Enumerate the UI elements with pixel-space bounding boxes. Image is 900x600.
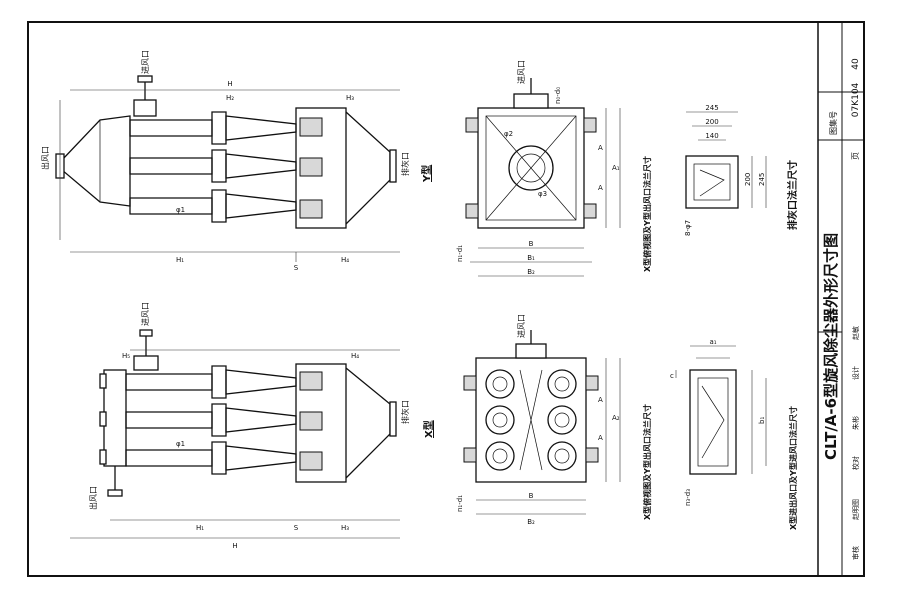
ash-dim-245: 245 — [705, 104, 718, 112]
xf-dim-b1: b₁ — [758, 417, 766, 424]
ash-dim-245b: 245 — [758, 173, 766, 186]
y-inlet-label: 进风口 — [141, 50, 150, 74]
sig-5: 赵敏 — [851, 326, 860, 340]
x-top-view: 进风口 n₁-d₁ B B₂ A A A₂ X型俯视图及Y型出风口法兰尺寸 — [456, 314, 652, 526]
yt-dim-B1: B₁ — [527, 254, 535, 262]
y-dim-H: H — [227, 80, 232, 88]
yt-dim-A-2: A — [598, 184, 603, 192]
atlas-no-label: 图集号 — [828, 111, 838, 135]
xt-inlet-label: 进风口 — [517, 314, 526, 338]
y-top-view: 进风口 φ2 φ3 n₀-d₀ n₁-d₁ B B₁ B₂ A A A₁ X型俯… — [456, 60, 652, 277]
ash-dim-140: 140 — [705, 132, 718, 140]
page-label: 页 — [851, 152, 860, 160]
x-dim-H: H — [232, 542, 237, 550]
page-no: 40 — [851, 58, 861, 70]
xt-dim-A2: A₂ — [612, 414, 620, 422]
y-dim-H1: H₁ — [176, 256, 184, 264]
x-top-caption: X型俯视图及Y型出风口法兰尺寸 — [642, 404, 652, 520]
y-top-caption: X型俯视图及Y型出风口法兰尺寸 — [642, 156, 652, 272]
yt-dim-A1: A₁ — [612, 164, 620, 172]
x-dim-H5: H₅ — [122, 352, 130, 360]
sig-0: 审核 — [851, 546, 860, 560]
ash-caption: 排灰口法兰尺寸 — [786, 160, 799, 230]
x-ash-label: 排灰口 — [400, 400, 410, 424]
atlas-no: 07K104 — [851, 82, 861, 117]
yt-dim-B: B — [529, 240, 534, 248]
yt-dim-n0d0: n₀-d₀ — [554, 87, 562, 104]
x-dim-phi1: φ1 — [176, 440, 185, 448]
x-flange-view: a₁ b₁ c n₃-d₃ X型进出风口及Y型进风口法兰尺寸 — [670, 338, 798, 530]
y-dim-H2: H₂ — [226, 94, 234, 102]
xt-dim-B: B — [529, 492, 534, 500]
x-dim-H1: H₁ — [196, 524, 204, 532]
xt-dim-A-2: A — [598, 434, 603, 442]
y-ash-label: 排灰口 — [400, 152, 410, 176]
yt-dim-phi2: φ2 — [504, 130, 513, 138]
sig-4: 设计 — [851, 366, 860, 380]
x-inlet-label: 进风口 — [141, 302, 150, 326]
ash-flange-view: 245 200 140 200 245 8-φ7 排灰口法兰尺寸 — [684, 104, 799, 236]
x-dim-H3: H₃ — [341, 524, 349, 532]
xt-dim-n1d1: n₁-d₁ — [456, 495, 464, 512]
drawing-title: CLT/A-6型旋风除尘器外形尺寸图 — [822, 233, 840, 460]
x-outlet-label: 出风口 — [88, 486, 98, 510]
x-type-elevation: H₅ H₄ H₁ S H₃ H φ1 进风口 出风口 排灰口 X型 — [70, 302, 435, 550]
yt-dim-n1d1: n₁-d₁ — [456, 245, 464, 262]
xt-dim-A: A — [598, 396, 603, 404]
y-dim-H3: H₃ — [346, 94, 354, 102]
sig-1: 赵明图 — [851, 499, 860, 520]
y-dim-H4: H₄ — [341, 256, 349, 264]
signature-row: 审核 赵明图 校对 朱彬 设计 赵敏 — [851, 326, 860, 560]
ash-dim-holes: 8-φ7 — [684, 220, 692, 236]
sig-3: 朱彬 — [851, 416, 860, 430]
sig-2: 校对 — [851, 456, 860, 470]
xt-dim-B2: B₂ — [527, 518, 535, 526]
x-type-label: X型 — [422, 420, 435, 438]
x-dim-S: S — [294, 524, 299, 532]
ash-dim-200b: 200 — [744, 173, 752, 186]
y-dim-S: S — [294, 264, 299, 272]
x-dim-H4: H₄ — [351, 352, 359, 360]
y-type-label: Y型 — [420, 165, 433, 183]
title-block: CLT/A-6型旋风除尘器外形尺寸图 图集号 07K104 页 40 审核 赵明… — [817, 21, 865, 577]
y-dim-phi1: φ1 — [176, 206, 185, 214]
yt-dim-phi3: φ3 — [538, 190, 547, 198]
xf-dim-n3d3: n₃-d₃ — [684, 489, 692, 506]
x-cyclone-rows — [125, 365, 297, 475]
xf-dim-a1: a₁ — [709, 338, 716, 346]
yt-dim-B2: B₂ — [527, 268, 535, 276]
yt-inlet-label: 进风口 — [517, 60, 526, 84]
y-cyclone-rows — [129, 111, 297, 223]
y-type-elevation: H H₂ H₃ H₁ S H₄ φ1 出风口 进风口 排灰口 Y型 — [40, 50, 433, 272]
x-flange-caption: X型进出风口及Y型进风口法兰尺寸 — [788, 406, 798, 530]
y-outlet-label: 出风口 — [40, 146, 50, 170]
yt-dim-A: A — [598, 144, 603, 152]
xf-dim-c: c — [670, 372, 674, 380]
ash-dim-200: 200 — [705, 118, 718, 126]
